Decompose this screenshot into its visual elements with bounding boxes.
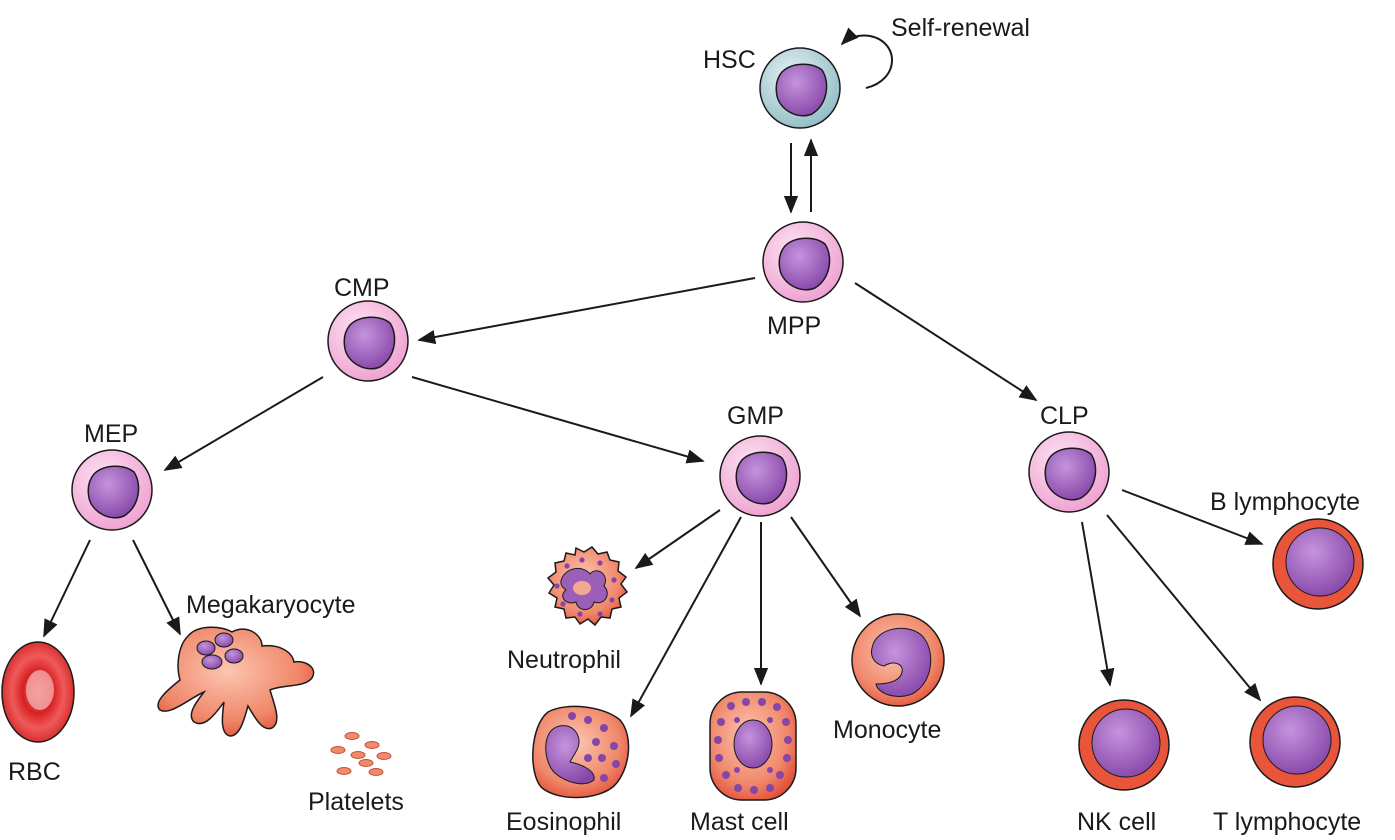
mep-to-rbc-arrow	[43, 539, 91, 638]
clp-cell	[1028, 431, 1110, 513]
eosinophil-cell	[532, 705, 630, 799]
t-lymphocyte-label: T lymphocyte	[1213, 808, 1361, 836]
cmp-to-mep-arrow	[163, 376, 324, 471]
self-renewal-label: Self-renewal	[891, 14, 1030, 42]
megakaryocyte-cell	[157, 626, 315, 737]
clp-to-t-lymphocyte-arrow	[1106, 514, 1262, 702]
platelets-label: Platelets	[308, 788, 404, 816]
mast-cell	[709, 691, 797, 801]
labels: HSC Self-renewal MPP CMP CLP MEP GMP RBC…	[8, 14, 1361, 836]
arrows	[43, 27, 1264, 718]
mpp-to-cmp-arrow	[417, 277, 756, 345]
nk-cell-label: NK cell	[1077, 808, 1156, 836]
gmp-label: GMP	[727, 402, 784, 430]
mep-label: MEP	[84, 420, 138, 448]
hsc-cell	[759, 47, 841, 129]
cmp-label: CMP	[334, 274, 390, 302]
cmp-to-gmp-arrow	[411, 376, 705, 464]
hsc-label: HSC	[703, 46, 756, 74]
mep-to-megakaryocyte-arrow	[132, 539, 181, 636]
megakaryocyte-label: Megakaryocyte	[186, 591, 356, 619]
gmp-cell	[719, 435, 801, 517]
neutrophil-label: Neutrophil	[507, 646, 621, 674]
gmp-to-eosinophil-arrow	[630, 516, 742, 718]
clp-to-b-lymphocyte-arrow	[1121, 489, 1264, 545]
gmp-to-neutrophil-arrow	[634, 509, 721, 570]
gmp-to-monocyte-arrow	[790, 516, 862, 618]
mpp-label: MPP	[767, 312, 821, 340]
t-lymphocyte-cell	[1249, 696, 1341, 788]
mast-cell-label: Mast cell	[690, 808, 789, 836]
mpp-cell	[762, 221, 844, 303]
self-renewal-arrow	[840, 27, 893, 89]
monocyte-cell	[851, 613, 945, 707]
clp-label: CLP	[1040, 402, 1089, 430]
b-lymphocyte-cell	[1272, 518, 1364, 610]
platelets	[330, 732, 392, 776]
clp-to-nk-cell-arrow	[1081, 521, 1115, 687]
b-lymphocyte-label: B lymphocyte	[1210, 488, 1360, 516]
nk-cell	[1078, 699, 1170, 791]
mep-cell	[71, 449, 153, 531]
rbc-cell	[1, 641, 75, 743]
rbc-label: RBC	[8, 758, 61, 786]
neutrophil-cell	[546, 546, 629, 627]
mpp-to-clp-arrow	[854, 282, 1038, 401]
eosinophil-label: Eosinophil	[506, 808, 621, 836]
monocyte-label: Monocyte	[833, 716, 941, 744]
cmp-cell	[327, 300, 409, 382]
